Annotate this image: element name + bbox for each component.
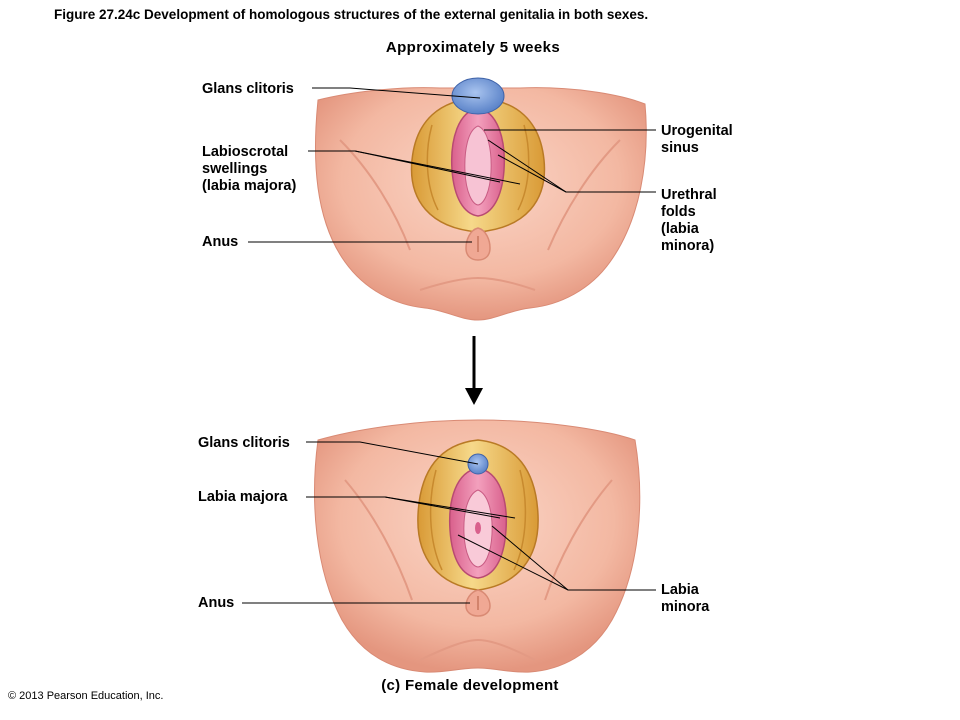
label-top-anus: Anus xyxy=(202,234,239,250)
bottom-diagram xyxy=(242,419,656,673)
label-bottom-glans-clitoris: Glans clitoris xyxy=(198,435,290,451)
heading-female-development: (c) Female development xyxy=(381,677,559,694)
bottom-leader-lines xyxy=(242,441,656,604)
label-top-labioscrotal-swellings: Labioscrotal swellings (labia majora) xyxy=(202,144,297,194)
copyright-notice: © 2013 Pearson Education, Inc. xyxy=(8,690,164,702)
figure-caption: Figure 27.24c Development of homologous … xyxy=(54,7,649,22)
label-bottom-labia-majora: Labia majora xyxy=(198,489,288,505)
label-bottom-anus: Anus xyxy=(198,595,235,611)
top-buttock-crease xyxy=(419,276,536,291)
label-top-glans-clitoris: Glans clitoris xyxy=(202,81,294,97)
development-arrow xyxy=(465,336,483,405)
top-urogenital-sinus xyxy=(464,125,492,206)
heading-approximately-5-weeks: Approximately 5 weeks xyxy=(385,39,561,56)
top-thigh-crease-right xyxy=(547,139,621,251)
top-diagram xyxy=(248,77,656,321)
label-top-urethral-folds: Urethral folds (labia minora) xyxy=(661,187,717,254)
label-top-urogenital-sinus: Urogenital sinus xyxy=(661,123,733,156)
top-leader-lines xyxy=(248,87,656,243)
label-bottom-labia-minora: Labia minora xyxy=(661,582,710,615)
top-thigh-crease-left xyxy=(339,139,411,251)
